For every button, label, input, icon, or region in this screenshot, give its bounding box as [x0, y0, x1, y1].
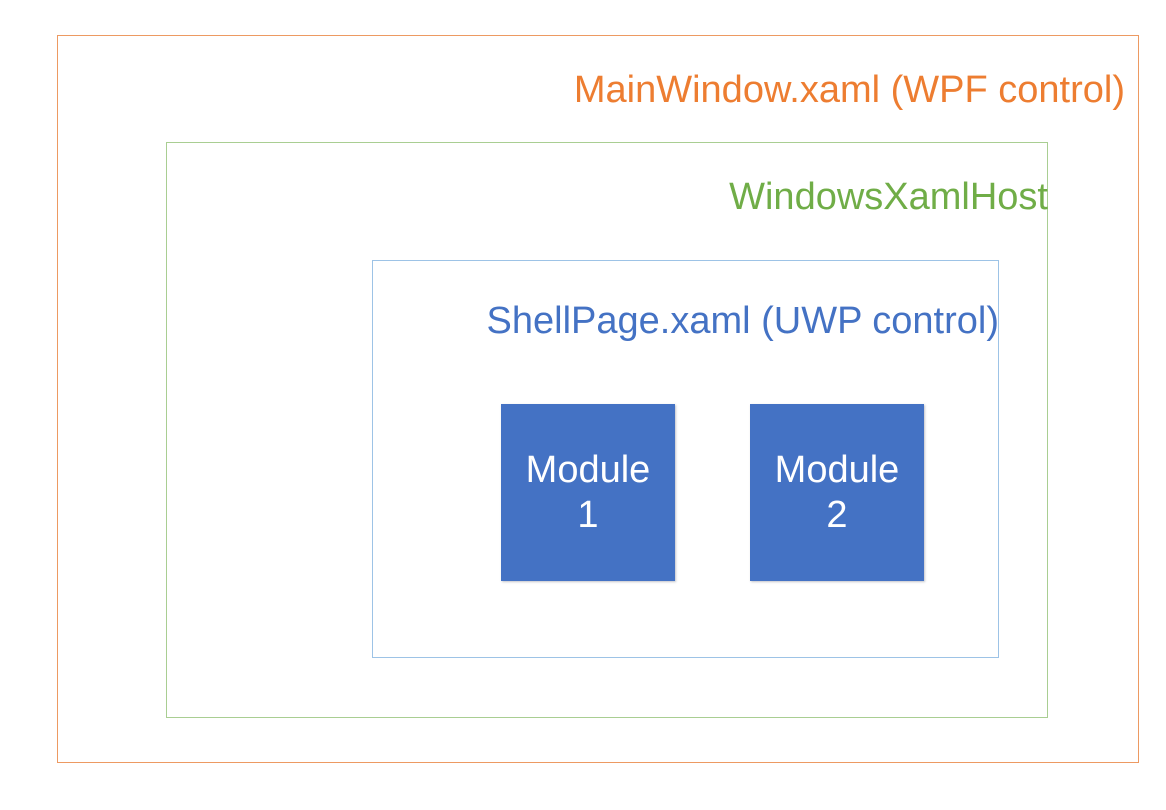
layer-rect-windowsxamlhost: [166, 142, 1048, 718]
layer-rect-shellpage-uwp: [372, 260, 999, 658]
layer-label-windowsxamlhost: WindowsXamlHost: [729, 176, 1048, 218]
module-block-2-label-line-1: Module: [774, 448, 900, 491]
module-block-1-label-line-2: 1: [577, 493, 599, 536]
layer-rect-mainwindow-wpf: [57, 35, 1139, 763]
layer-label-shellpage-uwp: ShellPage.xaml (UWP control): [486, 300, 999, 342]
module-block-2: Module 2: [750, 404, 924, 581]
module-block-2-label-line-2: 2: [826, 493, 848, 536]
module-block-1-label-line-1: Module: [525, 448, 651, 491]
module-block-1: Module 1: [501, 404, 675, 581]
layer-label-mainwindow-wpf: MainWindow.xaml (WPF control): [573, 69, 1125, 111]
